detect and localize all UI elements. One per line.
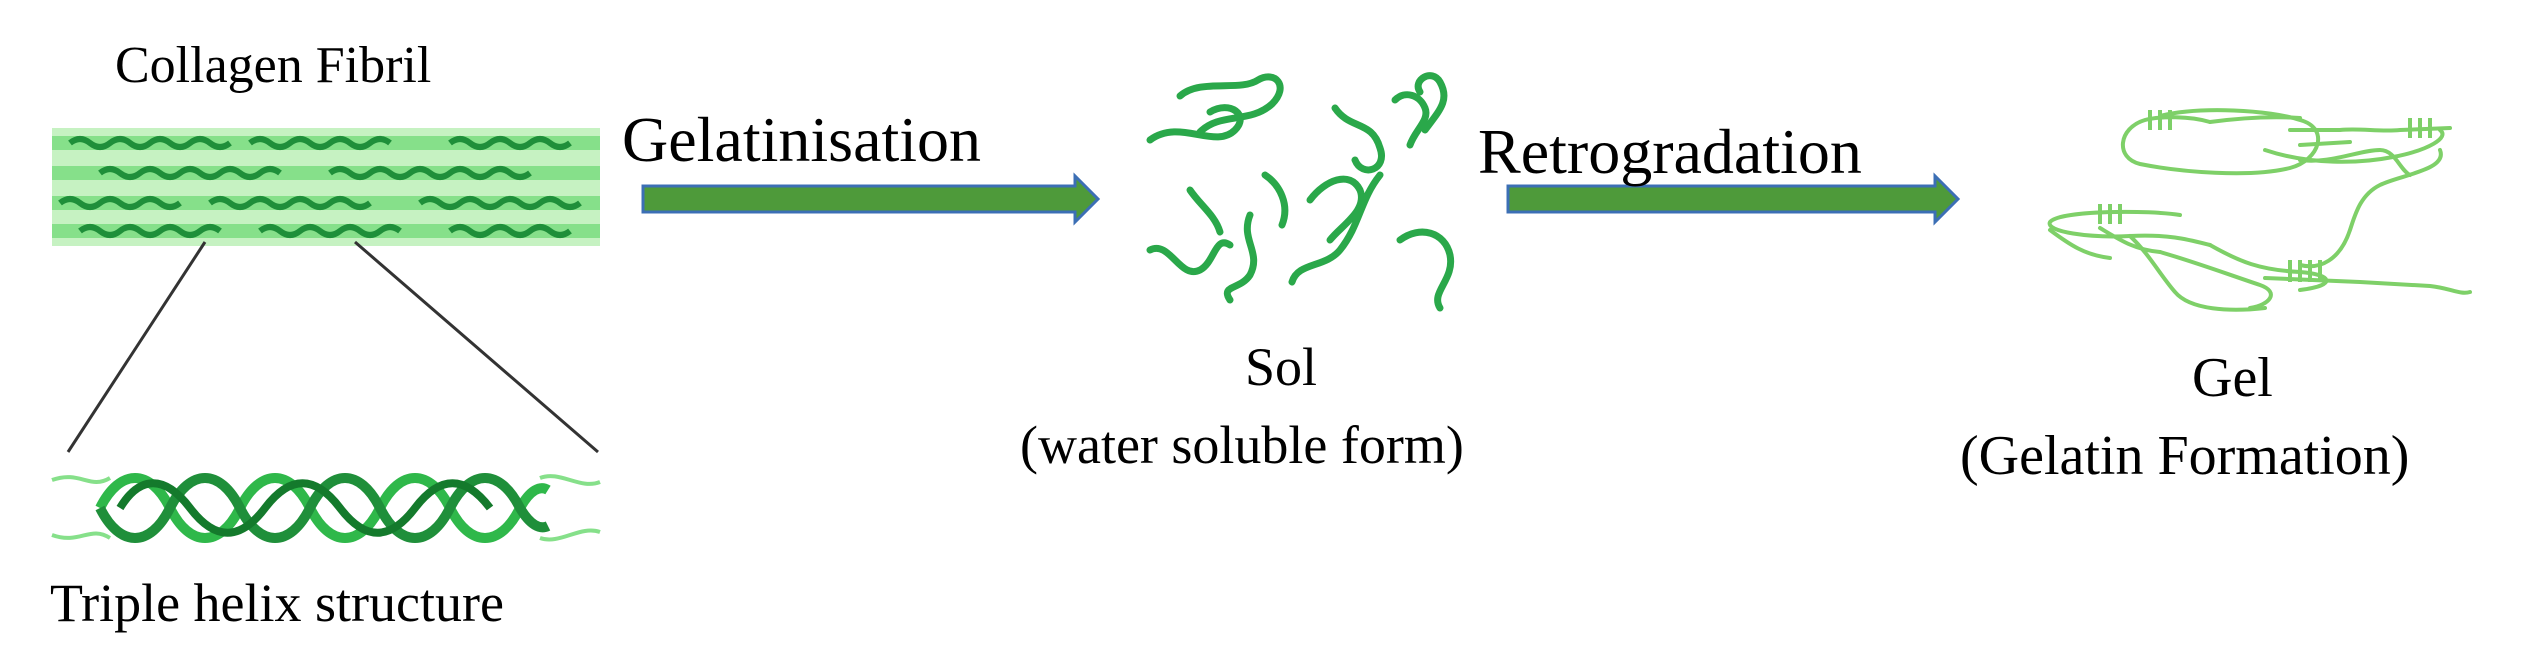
gelatinisation-label: Gelatinisation: [622, 104, 982, 175]
gel-network: [2047, 108, 2472, 312]
gel-label: Gel: [2192, 347, 2273, 409]
retrogradation-label: Retrogradation: [1478, 116, 1862, 187]
gel-subtitle: (Gelatin Formation): [1960, 425, 2410, 487]
gel-crosslinks: [2098, 110, 2432, 282]
collagen-fibril-label: Collagen Fibril: [115, 37, 432, 94]
gelatinisation-arrow: [641, 172, 1101, 226]
collagen-fibril-bundle: [52, 128, 600, 246]
triple-helix-label: Triple helix structure: [50, 573, 504, 633]
sol-label: Sol: [1245, 337, 1318, 397]
retrogradation-arrow: [1506, 172, 1961, 226]
zoom-lines: [66, 240, 599, 454]
sol-subtitle: (water soluble form): [1020, 415, 1464, 475]
sol-strands: [1146, 72, 1455, 312]
triple-helix: [51, 462, 601, 554]
